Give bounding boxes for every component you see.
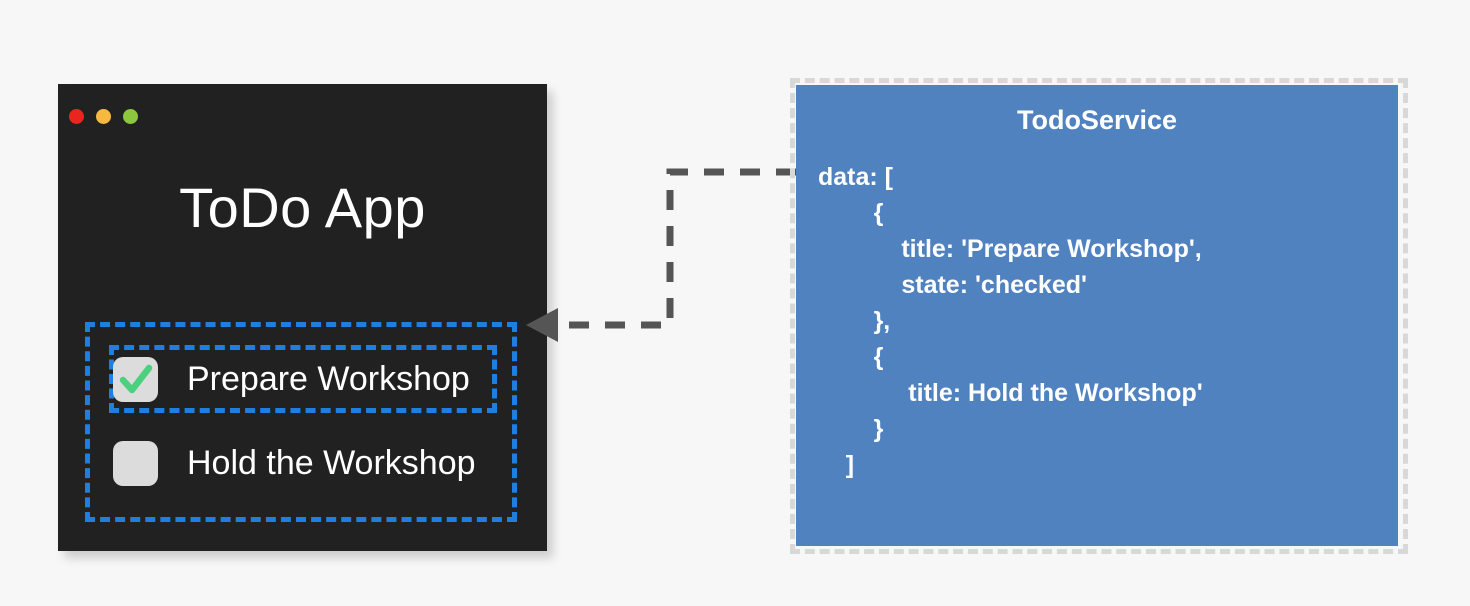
window-traffic-lights xyxy=(69,109,138,124)
code-line: { xyxy=(818,199,884,227)
service-box[interactable]: TodoService data: [ { title: 'Prepare Wo… xyxy=(796,85,1398,546)
window-close-icon[interactable] xyxy=(69,109,84,124)
window-maximize-icon[interactable] xyxy=(123,109,138,124)
app-window: ToDo App Prepare Workshop Hold the Works… xyxy=(58,84,547,551)
app-title: ToDo App xyxy=(179,176,426,239)
todo-item-hold-workshop[interactable]: Hold the Workshop xyxy=(113,432,513,494)
todo-checkbox-checked[interactable] xyxy=(113,356,158,402)
todo-item-label: Prepare Workshop xyxy=(187,360,470,398)
code-line: } xyxy=(818,415,884,443)
code-line: }, xyxy=(818,307,891,335)
code-line: title: 'Prepare Workshop', xyxy=(818,235,1202,263)
service-code-block: data: [ { title: 'Prepare Workshop', sta… xyxy=(818,159,1388,483)
todo-checkbox-unchecked[interactable] xyxy=(113,440,158,486)
todo-item-prepare-workshop[interactable]: Prepare Workshop xyxy=(113,348,513,410)
todo-list-highlight-outline xyxy=(85,322,517,522)
code-line: data: [ xyxy=(818,163,893,191)
service-title: TodoService xyxy=(1016,105,1178,135)
code-line: state: 'checked' xyxy=(818,271,1087,299)
service-box-selection-border[interactable] xyxy=(790,78,1408,554)
code-line: title: Hold the Workshop' xyxy=(818,379,1203,407)
code-line: { xyxy=(818,343,884,371)
data-binding-arrow xyxy=(526,168,796,342)
todo-list: Prepare Workshop Hold the Workshop xyxy=(113,348,513,516)
todo-item-highlight-outline xyxy=(109,345,497,413)
window-minimize-icon[interactable] xyxy=(96,109,111,124)
todo-item-label: Hold the Workshop xyxy=(187,444,476,482)
check-icon xyxy=(119,364,153,393)
code-line: ] xyxy=(818,451,855,479)
